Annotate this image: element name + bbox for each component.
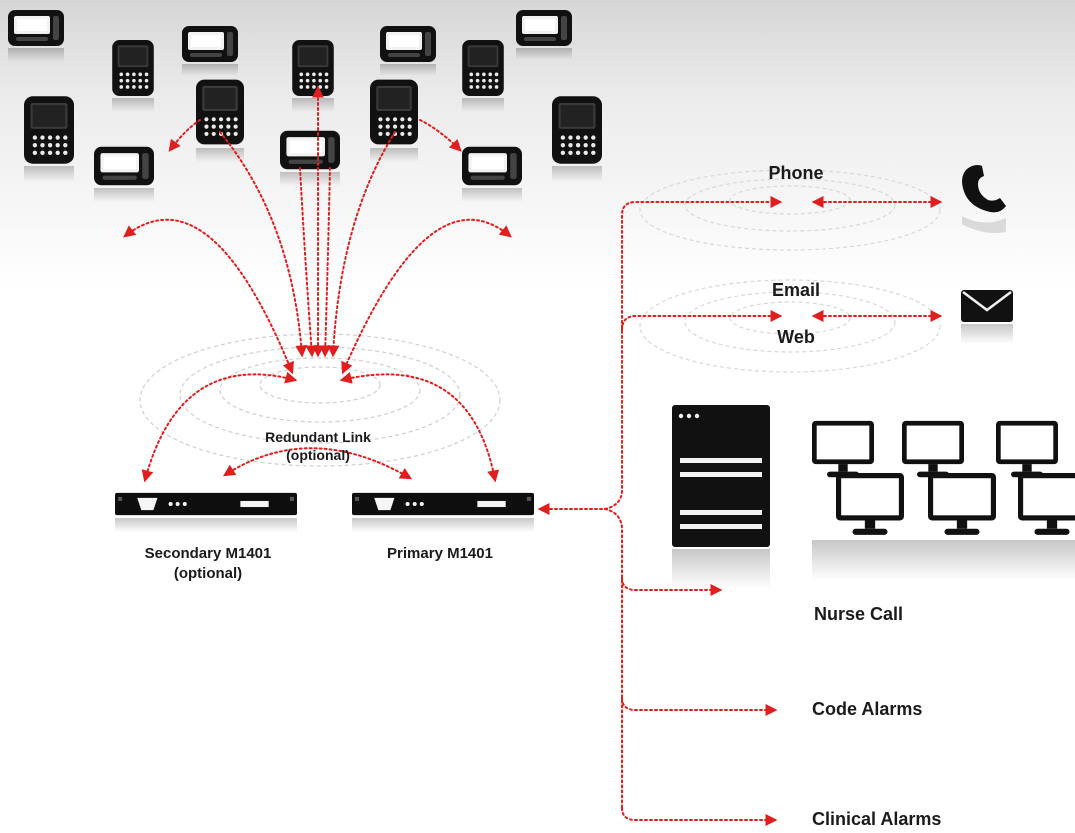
rack-server-icon (115, 492, 297, 516)
monitor-icon (902, 420, 964, 478)
handheld-device-icon (112, 40, 154, 112)
secondary-m1401-note: (optional) (173, 565, 243, 582)
redundant-link-title: Redundant Link (265, 429, 371, 445)
handheld-device-icon (462, 40, 504, 112)
monitor-icon (836, 473, 904, 535)
phone-icon (962, 165, 1006, 233)
pager-icon (462, 146, 522, 202)
wired-links (537, 196, 943, 826)
redundant-link-note: (optional) (286, 447, 350, 463)
envelope-icon (961, 290, 1013, 344)
handheld-device-icon (552, 96, 602, 182)
pager-icon (94, 146, 154, 202)
monitor-icon (1018, 473, 1075, 535)
handheld-device-icon (370, 79, 418, 162)
secondary-m1401-unit (115, 492, 297, 532)
code-alarms-label: Code Alarms (812, 699, 923, 719)
secondary-m1401-label: Secondary M1401 (optional) (145, 544, 272, 584)
workstation-monitors (812, 420, 1075, 580)
web-label: Web (777, 327, 815, 347)
handheld-device-icon (196, 79, 244, 162)
clinical-alarms-label: Clinical Alarms (812, 809, 942, 829)
secondary-m1401-title: Secondary M1401 (144, 545, 272, 562)
pager-icon (182, 26, 238, 76)
pager-icon (8, 10, 64, 62)
email-label: Email (771, 280, 821, 300)
pager-icon (516, 10, 572, 60)
pager-icon (380, 26, 436, 76)
redundant-link-label: Redundant Link (optional) (265, 428, 371, 464)
monitor-icon (996, 420, 1058, 478)
handheld-device-icon (24, 96, 74, 182)
monitor-icon (928, 473, 996, 535)
handheld-device-icon (292, 40, 334, 112)
server-icon (672, 405, 770, 589)
monitor-icon (812, 420, 874, 478)
rack-server-icon (352, 492, 534, 516)
nurse-call-label: Nurse Call (814, 604, 904, 624)
primary-m1401-label: Primary M1401 (387, 545, 493, 562)
mobile-devices (8, 10, 602, 202)
phone-label: Phone (768, 163, 824, 183)
primary-m1401-unit (352, 492, 534, 532)
wireless-links (123, 85, 512, 483)
pager-icon (280, 130, 340, 186)
